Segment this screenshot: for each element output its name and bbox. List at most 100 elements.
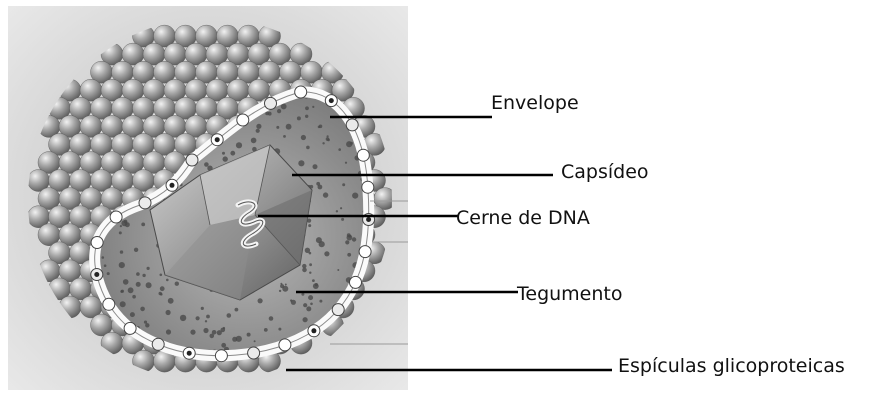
glycoprotein-spike (186, 154, 198, 166)
tegument-dot (319, 125, 323, 129)
tegument-dot (324, 251, 329, 256)
tegument-dot (277, 109, 281, 113)
tegument-dot (352, 193, 358, 199)
tegument-dot (283, 135, 286, 138)
spike-core (94, 272, 99, 277)
tegument-dot (278, 328, 281, 331)
tegument-dot (286, 124, 292, 130)
tegument-dot (318, 185, 323, 190)
tegument-dot (298, 160, 304, 166)
tegument-dot (302, 268, 307, 273)
glycoprotein-spike (332, 304, 344, 316)
tegument-dot (175, 282, 179, 286)
tegument-dot (316, 237, 322, 243)
tegument-dot (309, 272, 311, 274)
tegument-dot (221, 343, 226, 348)
tegument-dot (227, 313, 232, 318)
glycoprotein-spike (139, 197, 151, 209)
label-capsid: Capsídeo (561, 163, 649, 182)
tegument-dot (303, 303, 307, 307)
glycoprotein-spike (237, 114, 249, 126)
tegument-dot (256, 124, 261, 129)
tegument-dot (265, 112, 269, 116)
tegument-dot (285, 284, 287, 286)
glycoprotein-spike (215, 350, 227, 362)
tegument-dot (306, 146, 310, 150)
tegument-dot (347, 253, 351, 257)
tegument-dot (342, 183, 345, 186)
tegument-dot (196, 316, 200, 320)
glycoprotein-spike (103, 298, 115, 310)
tegument-dot (254, 340, 256, 342)
tegument-dot (256, 129, 260, 133)
tegument-dot (313, 164, 318, 169)
label-tegument: Tegumento (517, 285, 622, 304)
tegument-dot (327, 135, 329, 137)
tegument-dot (337, 269, 339, 271)
tegument-dot (347, 235, 353, 241)
glycoprotein-spike (350, 276, 362, 288)
tegument-dot (190, 330, 195, 335)
tegument-dot (258, 298, 263, 303)
tegument-dot (120, 250, 123, 253)
tegument-dot (223, 327, 225, 329)
tegument-dot (247, 333, 251, 337)
tegument-dot (145, 323, 149, 327)
tegument-dot (180, 315, 186, 321)
tegument-dot (166, 329, 171, 334)
tegument-dot (350, 142, 353, 145)
tegument-dot (313, 283, 319, 289)
tegument-dot (160, 286, 165, 291)
label-spicules: Espículas glicoproteicas (618, 357, 845, 376)
glycoprotein-spike (359, 246, 371, 258)
tegument-dot (345, 240, 349, 244)
glycoprotein-spike (362, 181, 374, 193)
tegument-dot (136, 282, 141, 287)
tegument-dot (305, 106, 309, 110)
tegument-dot (119, 262, 125, 268)
tegument-dot (297, 116, 301, 120)
tegument-dot (323, 192, 328, 197)
tegument-dot (104, 264, 107, 267)
tegument-dot (205, 320, 207, 322)
glycoprotein-spike (152, 338, 164, 350)
tegument-dot (121, 290, 124, 293)
tegument-dot (236, 142, 242, 148)
tegument-dot (340, 207, 342, 209)
tegument-dot (352, 237, 356, 241)
tegument-dot (140, 307, 145, 312)
tegument-dot (319, 300, 322, 303)
tegument-dot (212, 330, 217, 335)
spike-core (170, 183, 175, 188)
tegument-dot (322, 142, 324, 144)
tegument-dot (120, 225, 122, 227)
tegument-dot (166, 310, 171, 315)
spike-core (187, 351, 192, 356)
tegument-dot (327, 139, 330, 142)
tegument-dot (223, 156, 228, 161)
tegument-dot (312, 106, 314, 108)
tegument-dot (134, 248, 138, 252)
spike-core (329, 98, 334, 103)
spike-core (311, 328, 316, 333)
tegument-dot (217, 330, 222, 335)
tegument-dot (310, 303, 313, 306)
glycoprotein-spike (346, 119, 358, 131)
tegument-dot (264, 328, 268, 332)
label-dna-core: Cerne de DNA (456, 209, 590, 228)
tegument-dot (305, 115, 308, 118)
tegument-dot (136, 272, 140, 276)
tegument-dot (281, 104, 287, 110)
tegument-dot (120, 301, 126, 307)
label-envelope: Envelope (491, 94, 579, 113)
tegument-dot (147, 267, 150, 270)
glycoprotein-spike (124, 322, 136, 334)
glycoprotein-spike (110, 211, 122, 223)
tegument-dot (141, 223, 145, 227)
spike-core (366, 217, 371, 222)
tegument-dot (203, 328, 208, 333)
tegument-dot (236, 336, 242, 342)
tegument-dot (142, 274, 145, 277)
tegument-dot (338, 148, 341, 151)
